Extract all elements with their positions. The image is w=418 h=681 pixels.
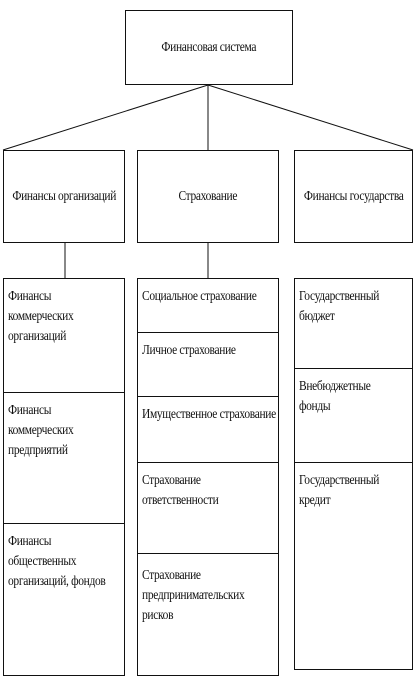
list-item-personal-insurance: Личное страхование bbox=[138, 333, 278, 397]
item-line: Государственный bbox=[299, 473, 380, 488]
item-line: коммерческих bbox=[8, 309, 74, 324]
list-item-property-insurance: Имущественное страхование bbox=[138, 397, 278, 463]
branch-header-organizations: Финансы организаций bbox=[3, 150, 125, 243]
branch-title-insurance: Страхование bbox=[178, 188, 238, 204]
item-line: Социальное страхование bbox=[142, 289, 257, 304]
item-line: Страхование bbox=[142, 568, 201, 583]
connector-root-to-right bbox=[207, 84, 414, 151]
item-line: ответственности bbox=[142, 493, 219, 508]
list-item-state-credit: Государственный кредит bbox=[295, 463, 412, 669]
list-item-social-insurance: Социальное страхование bbox=[138, 279, 278, 333]
item-line: бюджет bbox=[299, 309, 335, 324]
item-line: Государственный bbox=[299, 289, 380, 304]
item-line: Имущественное страхование bbox=[142, 407, 276, 422]
item-line: Финансы bbox=[8, 534, 52, 549]
item-line: предприятий bbox=[8, 443, 68, 458]
root-box: Финансовая система bbox=[125, 10, 293, 85]
item-line: Финансы bbox=[8, 403, 52, 418]
item-line: организаций bbox=[8, 329, 67, 344]
list-item-commercial-organizations: Финансы коммерческих организаций bbox=[4, 279, 124, 393]
branch-header-insurance: Страхование bbox=[137, 150, 279, 243]
list-item-business-risk-insurance: Страхование предпринимательских рисков bbox=[138, 554, 278, 675]
branch-title-state: Финансы государства bbox=[303, 188, 404, 204]
item-line: общественных bbox=[8, 554, 77, 569]
list-item-extrabudgetary-funds: Внебюджетные фонды bbox=[295, 369, 412, 463]
connector-root-to-left bbox=[2, 84, 209, 151]
branch-header-state: Финансы государства bbox=[294, 150, 413, 243]
item-line: коммерческих bbox=[8, 423, 74, 438]
column-state: Государственный бюджет Внебюджетные фонд… bbox=[294, 278, 413, 670]
item-line: кредит bbox=[299, 493, 331, 508]
item-line: предпринимательских bbox=[142, 588, 245, 603]
item-line: организаций, фондов bbox=[8, 574, 106, 589]
column-organizations: Финансы коммерческих организаций Финансы… bbox=[3, 278, 125, 676]
item-line: рисков bbox=[142, 608, 174, 623]
list-item-state-budget: Государственный бюджет bbox=[295, 279, 412, 369]
list-item-commercial-enterprises: Финансы коммерческих предприятий bbox=[4, 393, 124, 524]
item-line: фонды bbox=[299, 399, 331, 414]
branch-title-organizations: Финансы организаций bbox=[12, 188, 116, 204]
item-line: Страхование bbox=[142, 473, 201, 488]
item-line: Внебюджетные bbox=[299, 379, 371, 394]
list-item-liability-insurance: Страхование ответственности bbox=[138, 463, 278, 554]
column-insurance: Социальное страхование Личное страховани… bbox=[137, 278, 279, 676]
root-label: Финансовая система bbox=[161, 39, 257, 55]
item-line: Финансы bbox=[8, 289, 52, 304]
item-line: Личное страхование bbox=[142, 343, 236, 358]
list-item-public-organizations: Финансы общественных организаций, фондов bbox=[4, 524, 124, 675]
